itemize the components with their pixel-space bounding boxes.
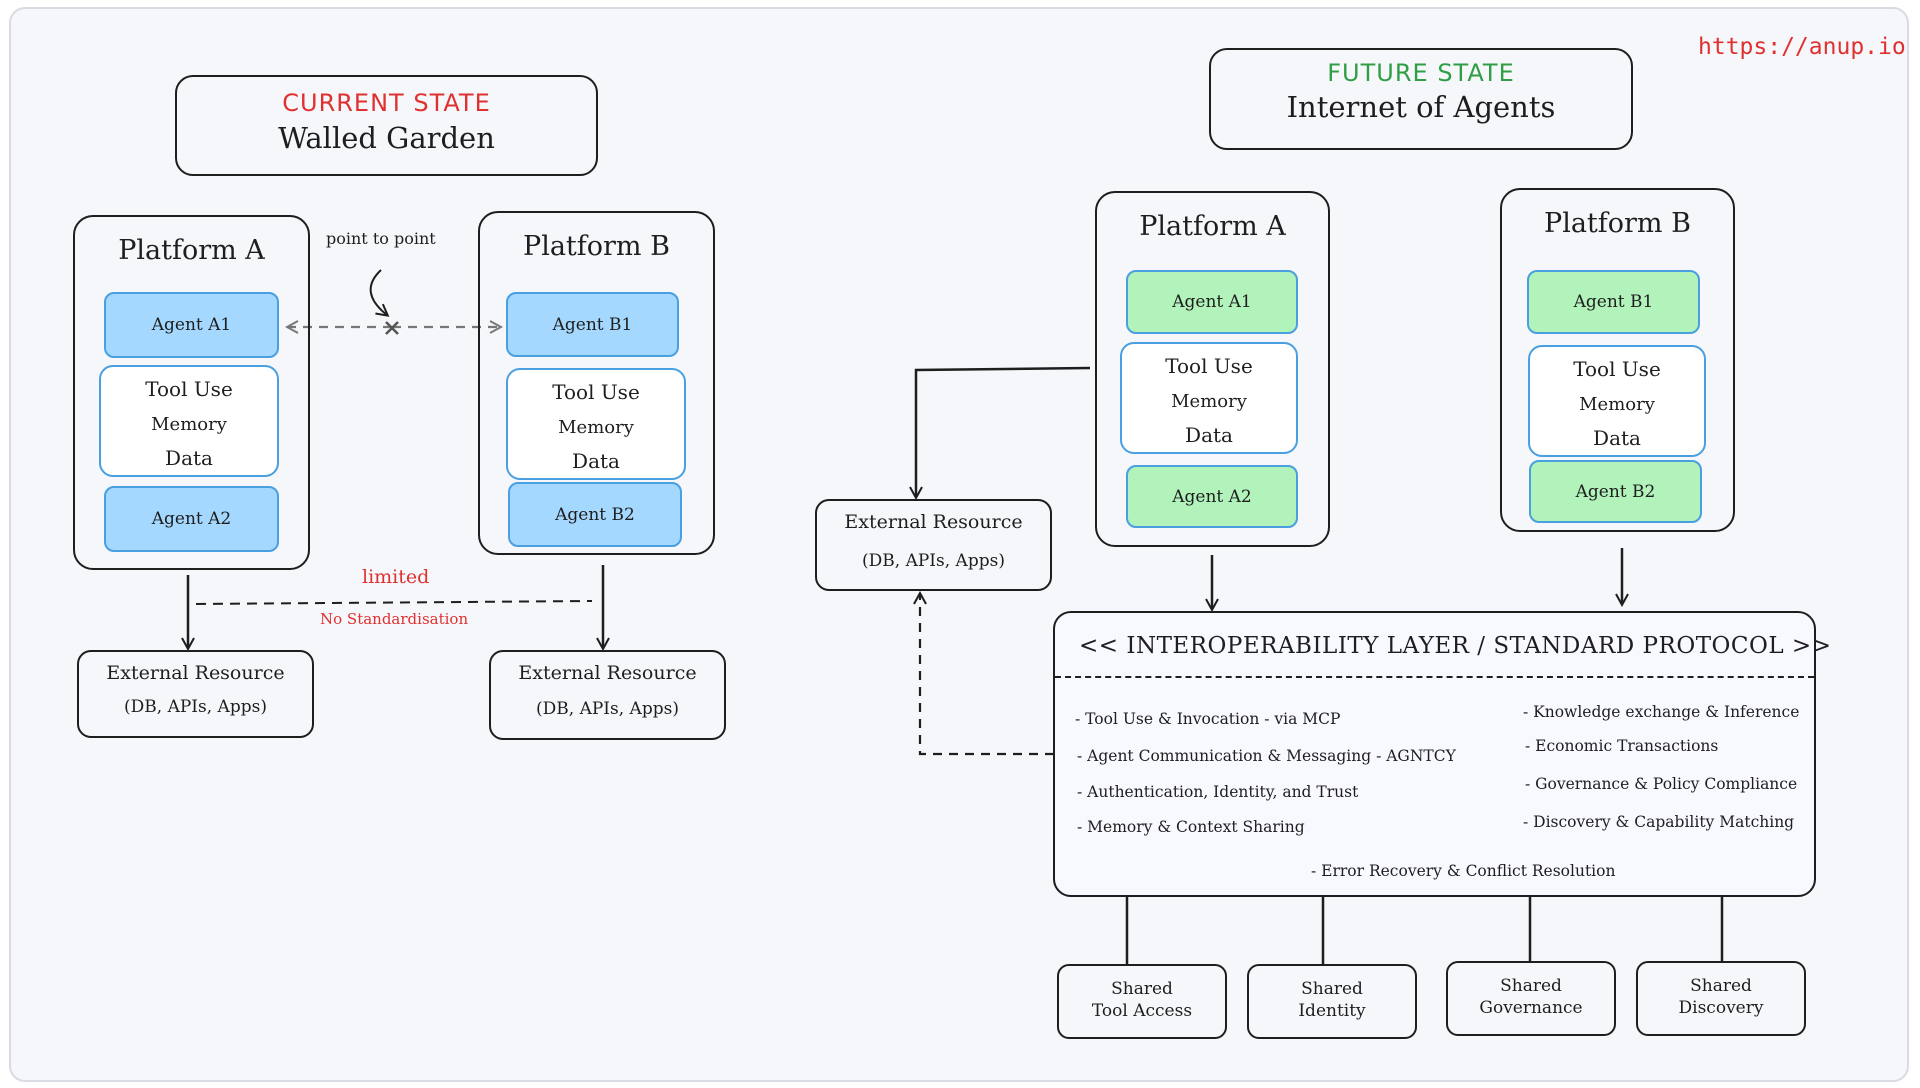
future-agent-b2: Agent B2	[1529, 460, 1702, 523]
shared-l2: Tool Access	[1091, 1001, 1193, 1021]
data-text: Data	[572, 449, 620, 473]
layer-divider	[1055, 676, 1814, 678]
layer-title: << INTEROPERABILITY LAYER / STANDARD PRO…	[1079, 633, 1832, 659]
current-external-resource-b: External Resource (DB, APIs, Apps)	[489, 650, 726, 740]
future-platform-b: Platform B	[1500, 188, 1735, 532]
shared-l2: Governance	[1479, 998, 1583, 1018]
feature-right-4: - Discovery & Capability Matching	[1523, 813, 1795, 831]
current-platform-b: Platform B	[478, 211, 715, 555]
current-external-resource-a: External Resource (DB, APIs, Apps)	[77, 650, 314, 738]
future-agent-a1: Agent A1	[1126, 270, 1298, 334]
data-text: Data	[165, 446, 213, 470]
feature-left-4: - Memory & Context Sharing	[1077, 818, 1305, 836]
limited-label: limited	[362, 566, 430, 588]
current-state-label: CURRENT STATE	[282, 89, 491, 117]
future-agent-a2: Agent A2	[1126, 465, 1298, 528]
memory-text: Memory	[1579, 394, 1655, 415]
limited-dashed-line	[195, 600, 593, 605]
future-platform-a: Platform A	[1095, 191, 1330, 547]
p2p-pointer	[369, 269, 387, 315]
current-b-tool-box: Tool Use Memory Data	[506, 368, 686, 480]
tool-use-text: Tool Use	[145, 377, 233, 401]
shared-l2: Discovery	[1678, 998, 1764, 1018]
shared-l1: Shared	[1500, 976, 1562, 996]
feature-left-1: - Tool Use & Invocation - via MCP	[1075, 710, 1341, 728]
future-platform-b-title: Platform B	[1544, 208, 1691, 239]
memory-text: Memory	[1171, 391, 1247, 412]
feature-right-1: - Knowledge exchange & Inference	[1523, 703, 1800, 721]
future-state-label: FUTURE STATE	[1327, 59, 1515, 87]
current-platform-a-title: Platform A	[118, 235, 265, 266]
p2p-cross	[385, 321, 399, 335]
external-title: External Resource	[106, 662, 285, 684]
future-state-title-box: FUTURE STATE Internet of Agents	[1209, 48, 1633, 150]
current-agent-b2: Agent B2	[508, 482, 682, 547]
shared-l2: Identity	[1298, 1001, 1366, 1021]
external-sub: (DB, APIs, Apps)	[536, 699, 679, 719]
arrow-fut-a-ext	[916, 366, 1091, 497]
current-state-title-box: CURRENT STATE Walled Garden	[175, 75, 598, 176]
shared-l1: Shared	[1111, 979, 1173, 999]
shared-l1: Shared	[1301, 979, 1363, 999]
current-platform-b-title: Platform B	[523, 231, 670, 262]
arrow-layer-ext	[920, 594, 1054, 756]
external-title: External Resource	[518, 662, 697, 684]
data-text: Data	[1185, 423, 1233, 447]
external-sub: (DB, APIs, Apps)	[862, 551, 1005, 571]
current-agent-a2: Agent A2	[104, 486, 279, 552]
current-headline: Walled Garden	[278, 121, 495, 155]
external-sub: (DB, APIs, Apps)	[124, 697, 267, 717]
future-b-tool-box: Tool Use Memory Data	[1528, 345, 1706, 457]
memory-text: Memory	[151, 414, 227, 435]
shared-tool-access-box: Shared Tool Access	[1057, 964, 1227, 1039]
external-title: External Resource	[844, 511, 1023, 533]
current-agent-a1: Agent A1	[104, 292, 279, 358]
canvas-frame	[9, 7, 1909, 1082]
current-platform-a: Platform A	[73, 215, 310, 570]
current-a-tool-box: Tool Use Memory Data	[99, 365, 279, 477]
tool-use-text: Tool Use	[1165, 354, 1253, 378]
feature-left-3: - Authentication, Identity, and Trust	[1077, 783, 1359, 801]
tool-use-text: Tool Use	[1573, 357, 1661, 381]
future-a-tool-box: Tool Use Memory Data	[1120, 342, 1298, 454]
data-text: Data	[1593, 426, 1641, 450]
future-agent-b1: Agent B1	[1527, 270, 1700, 334]
feature-right-2: - Economic Transactions	[1525, 737, 1719, 755]
memory-text: Memory	[558, 417, 634, 438]
shared-governance-box: Shared Governance	[1446, 961, 1616, 1036]
shared-identity-box: Shared Identity	[1247, 964, 1417, 1039]
shared-discovery-box: Shared Discovery	[1636, 961, 1806, 1036]
interoperability-layer: << INTEROPERABILITY LAYER / STANDARD PRO…	[1053, 611, 1831, 897]
future-external-resource: External Resource (DB, APIs, Apps)	[815, 499, 1052, 591]
future-platform-a-title: Platform A	[1139, 211, 1286, 242]
no-standardisation-label: No Standardisation	[320, 610, 469, 628]
feature-left-2: - Agent Communication & Messaging - AGNT…	[1077, 747, 1456, 765]
future-headline: Internet of Agents	[1286, 90, 1556, 124]
source-url[interactable]: https://anup.io	[1698, 34, 1906, 60]
shared-l1: Shared	[1690, 976, 1752, 996]
feature-right-3: - Governance & Policy Compliance	[1525, 775, 1798, 793]
current-agent-b1: Agent B1	[506, 292, 679, 357]
feature-bottom: - Error Recovery & Conflict Resolution	[1311, 862, 1616, 880]
point-to-point-label: point to point	[326, 229, 436, 248]
tool-use-text: Tool Use	[552, 380, 640, 404]
